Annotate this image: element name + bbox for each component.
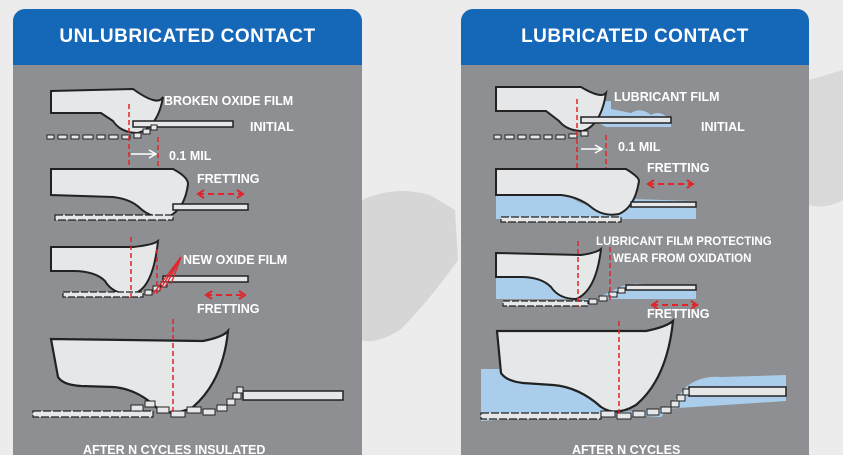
unlubricated-diagram <box>32 87 344 418</box>
label-initial: INITIAL <box>250 120 294 134</box>
label-fretting-2: FRETTING <box>197 302 260 316</box>
label-new-oxide-film: NEW OXIDE FILM <box>183 253 288 267</box>
unlubricated-title: UNLUBRICATED CONTACT <box>13 9 362 65</box>
lubricated-diagram <box>480 86 787 421</box>
unlubricated-footer: AFTER N CYCLES INSULATED <box>83 443 266 455</box>
lubricated-panel: LUBRICATED CONTACT <box>461 9 809 455</box>
lubricated-stage-protecting <box>495 241 699 310</box>
label-lubricant-film: LUBRICANT FILM <box>614 90 720 104</box>
unlubricated-stage-new-oxide <box>50 237 249 300</box>
lubricated-stage-after-n-cycles <box>480 318 787 421</box>
label-fretting-1: FRETTING <box>197 172 260 186</box>
lubricated-stage-fretting <box>495 168 697 223</box>
label-protecting-line2: WEAR FROM OXIDATION <box>613 253 752 265</box>
label-fretting-1-lubricated: FRETTING <box>647 161 710 175</box>
unlubricated-stage-after-n-cycles <box>32 319 344 418</box>
unlubricated-stage-fretting <box>50 168 249 221</box>
label-initial-lubricated: INITIAL <box>701 120 745 134</box>
label-displacement: 0.1 MIL <box>169 149 212 163</box>
unlubricated-stage-initial <box>46 87 234 209</box>
lubricated-footer: AFTER N CYCLES <box>572 443 681 455</box>
label-broken-oxide-film: BROKEN OXIDE FILM <box>164 94 294 108</box>
lubricated-title: LUBRICATED CONTACT <box>461 9 809 65</box>
label-fretting-2-lubricated: FRETTING <box>647 307 710 321</box>
label-displacement-lubricated: 0.1 MIL <box>618 140 661 154</box>
unlubricated-panel: UNLUBRICATED CONTACT <box>13 9 362 455</box>
label-protecting-line1: LUBRICANT FILM PROTECTING <box>596 236 772 248</box>
